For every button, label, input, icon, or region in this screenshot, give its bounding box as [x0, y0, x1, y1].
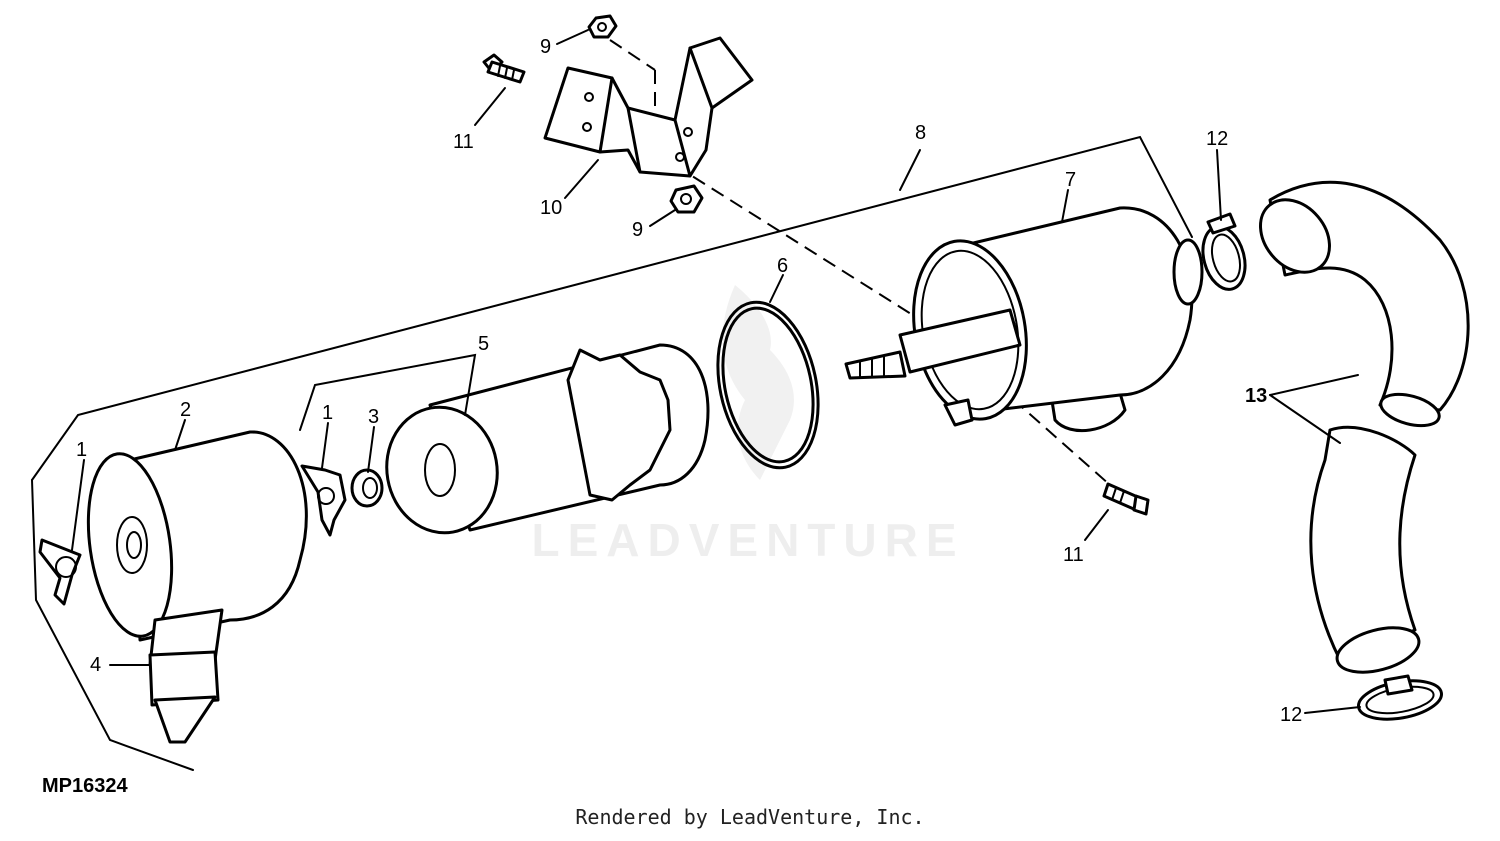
- leader-lines: [71, 29, 1361, 714]
- callout-7: 7: [1065, 169, 1076, 191]
- air-cleaner-cover: [86, 430, 308, 667]
- callout-12-bottom: 12: [1280, 704, 1302, 726]
- nut-top: [587, 14, 618, 39]
- wing-nut-left: [38, 538, 82, 606]
- nut-bottom: [669, 184, 704, 214]
- callout-4: 4: [90, 654, 101, 676]
- callout-9-bottom: 9: [632, 219, 643, 241]
- hose-upper: [1259, 180, 1470, 428]
- callout-12-top: 12: [1206, 128, 1228, 150]
- assembly-bracket-8: [31, 135, 1193, 771]
- bolt-bottom: [1102, 482, 1150, 516]
- callout-11-top: 11: [453, 131, 474, 153]
- wing-nut-middle: [300, 464, 347, 537]
- hose-clamp-bottom: [1357, 674, 1443, 721]
- callout-8: 8: [915, 122, 926, 144]
- o-ring: [716, 300, 820, 470]
- assembly-line-top: [609, 39, 656, 71]
- dust-valve: [148, 650, 220, 744]
- callout-9-top: 9: [540, 36, 551, 58]
- filter-element: [385, 343, 710, 535]
- watermark-text: LEADVENTURE: [531, 514, 964, 566]
- callout-13: 13: [1245, 385, 1267, 407]
- footer-credit: Rendered by LeadVenture, Inc.: [575, 805, 925, 829]
- callout-11-bottom: 11: [1063, 544, 1084, 566]
- callout-3: 3: [368, 406, 379, 428]
- air-cleaner-housing: [844, 206, 1204, 433]
- callout-10: 10: [540, 197, 562, 219]
- callout-labels: 1 2 4 1 3 5 6 7 8 9 9 10 11 11 12 12 13: [76, 36, 1302, 726]
- bolt-top: [482, 53, 526, 84]
- mounting-bracket: [543, 36, 754, 178]
- callout-6: 6: [777, 255, 788, 277]
- callout-1-left: 1: [76, 439, 87, 461]
- callout-5: 5: [478, 333, 489, 355]
- washer: [350, 468, 384, 508]
- hose-clamp-top: [1201, 212, 1247, 291]
- callout-2: 2: [180, 399, 191, 421]
- hose-lower: [1309, 425, 1421, 674]
- diagram-code: MP16324: [42, 775, 128, 797]
- callout-1-middle: 1: [322, 402, 333, 424]
